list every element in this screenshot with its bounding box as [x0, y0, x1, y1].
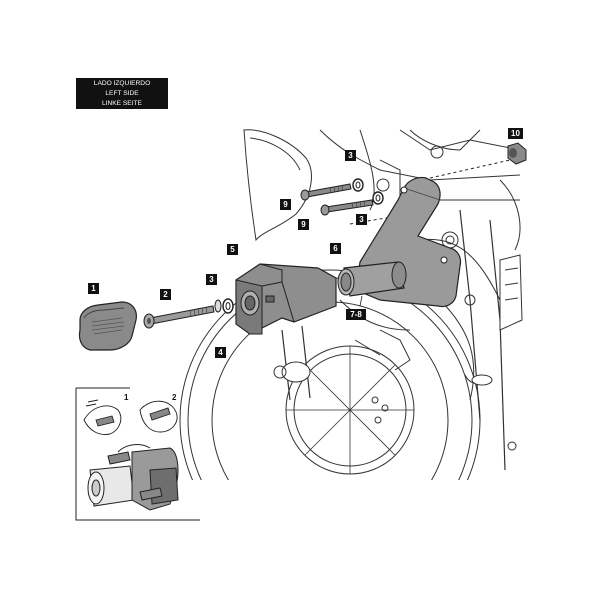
part-3-washer-lower [222, 298, 234, 314]
inset-step-2: 2 [172, 393, 177, 402]
inset-step-1: 1 [124, 393, 129, 402]
callout-3-middle: 3 [356, 214, 367, 225]
callout-3-upper: 3 [345, 150, 356, 161]
callout-2: 2 [160, 289, 171, 300]
callout-5: 5 [227, 244, 238, 255]
callout-7-8: 7-8 [346, 309, 366, 320]
callout-3-lower: 3 [206, 274, 217, 285]
part-1-end-cap [78, 301, 137, 351]
part-4-washer [214, 299, 222, 313]
callout-1: 1 [88, 283, 99, 294]
leader-line-10 [429, 159, 511, 179]
callout-4: 4 [215, 347, 226, 358]
part-10-nut [507, 142, 527, 165]
side-label: LADO IZQUIERDO LEFT SIDE LINKE SEITE [76, 78, 168, 109]
part-9-bolt-lower [320, 199, 374, 216]
inset-detail [75, 387, 200, 521]
part-9-bolt-upper [300, 183, 352, 201]
part-3-washer-middle [372, 191, 384, 205]
callout-6: 6 [330, 243, 341, 254]
callout-10: 10 [508, 128, 523, 139]
callout-9-upper: 9 [280, 199, 291, 210]
callout-9-lower: 9 [298, 219, 309, 230]
side-label-es: LADO IZQUIERDO [93, 80, 151, 87]
motorcycle-background [179, 129, 523, 480]
part-7-8-spacer [337, 261, 407, 297]
part-5-slider-body [235, 263, 337, 335]
part-3-washer-upper [352, 178, 364, 192]
side-label-en: LEFT SIDE [105, 90, 139, 97]
part-2-long-bolt [143, 305, 215, 329]
side-label-de: LINKE SEITE [102, 100, 142, 107]
